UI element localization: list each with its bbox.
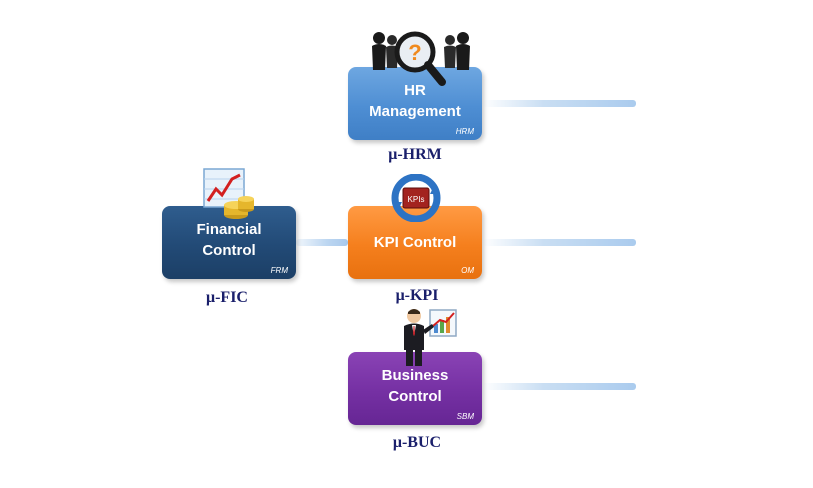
hrm-title-line1: HR bbox=[404, 81, 426, 99]
fic-title-line1: Financial bbox=[196, 220, 262, 238]
buc-title-line2: Control bbox=[388, 387, 442, 405]
kpi-caption: μ-KPI bbox=[395, 287, 439, 304]
buc-title-line1: Business bbox=[381, 366, 449, 384]
kpi-title-line1: KPI Control bbox=[373, 234, 457, 251]
fic-title-line2: Control bbox=[202, 241, 256, 259]
buc-caption: μ-BUC bbox=[392, 434, 442, 451]
fic-caption: μ-FIC bbox=[206, 289, 248, 306]
buc-code: SBM bbox=[456, 412, 474, 421]
hrm-module[interactable]: HR Management HRM bbox=[348, 67, 482, 140]
kpis-cycle-icon: KPIs bbox=[390, 173, 442, 223]
connector-kpi-right bbox=[482, 239, 636, 246]
connector-fic-kpi bbox=[296, 239, 348, 246]
kpi-title: KPI Control bbox=[374, 232, 457, 253]
connector-hrm-right bbox=[482, 100, 636, 107]
fic-title: Financial Control bbox=[196, 219, 261, 267]
people-magnifier-question-icon: ? bbox=[370, 28, 472, 88]
svg-text:?: ? bbox=[408, 40, 421, 65]
businessman-presenting-chart-icon bbox=[398, 306, 460, 368]
connector-buc-right bbox=[482, 383, 636, 390]
hrm-title-line2: Management bbox=[369, 102, 461, 120]
hrm-code: HRM bbox=[455, 127, 474, 136]
kpi-code: OM bbox=[461, 266, 474, 275]
hrm-caption: μ-HRM bbox=[388, 146, 442, 163]
fic-code: FRM bbox=[270, 266, 288, 275]
kpis-badge-text: KPIs bbox=[408, 195, 425, 204]
chart-coins-icon bbox=[202, 167, 256, 221]
buc-title: Business Control bbox=[382, 365, 449, 413]
hrm-title: HR Management bbox=[369, 80, 461, 128]
